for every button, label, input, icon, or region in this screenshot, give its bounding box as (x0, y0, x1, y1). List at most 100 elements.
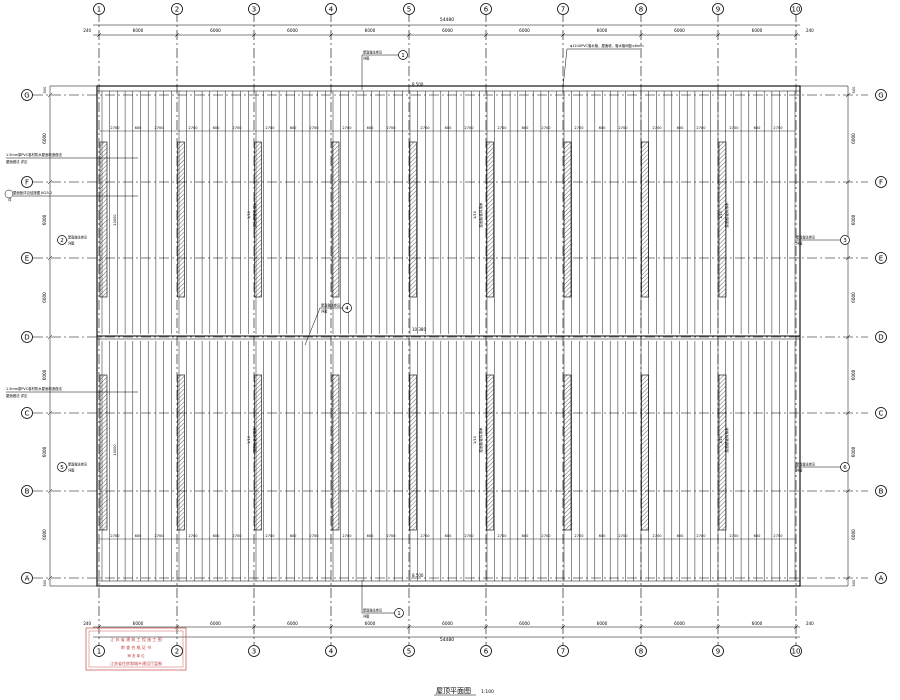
axis-col-9-top-circle (712, 3, 724, 15)
column-spacing-dim: 6000 (442, 28, 453, 33)
bay-sub-dim: 600 (677, 534, 685, 538)
column-spacing-dim: 6000 (287, 28, 298, 33)
slope-note: 屋面板坡向排水 (724, 202, 729, 228)
bay-sub-dim: 2700 (696, 126, 706, 130)
axis-col-4-bottom-circle (325, 645, 337, 657)
bay-sub-dim: 2700 (154, 126, 164, 130)
dimension-tick (406, 624, 412, 630)
dimension-tick (174, 32, 180, 38)
column-spacing-dim: 6000 (519, 28, 530, 33)
slope-note: 屋面板坡向排水 (252, 427, 257, 453)
detail-callout-label: 屋面做法参见 (321, 303, 341, 308)
axis-row-C-left-circle (21, 407, 33, 419)
dimension-tick (483, 32, 489, 38)
overall-dimension-top: 54480 (440, 17, 454, 23)
detail-callout-label: 屋面做法参见 (363, 608, 383, 613)
axis-col-1-bottom: 1 (97, 648, 101, 656)
dimension-tick (793, 32, 799, 38)
bay-sub-dim: 2700 (188, 126, 198, 130)
axis-col-2-bottom-circle (171, 645, 183, 657)
column-spacing-dim: 6000 (597, 621, 608, 626)
row-spacing-dim: 6000 (851, 529, 856, 540)
bay-sub-dim: 2700 (232, 126, 242, 130)
axis-col-7-bottom: 7 (561, 648, 565, 656)
axis-col-1-top-circle (93, 3, 105, 15)
bay-sub-dim: 600 (445, 534, 453, 538)
skylight-upper (486, 141, 494, 298)
panel-note-lower: 1.5mm厚PVC卷材防水屋面构造做法 (6, 386, 63, 391)
approval-stamp: 江 苏 省 建 筑 工 程 施 工 图 审 查 合 格 证 书 审 查 单 位 … (85, 627, 187, 671)
axis-col-4-top: 4 (329, 6, 334, 14)
axis-row-E-left-circle (21, 252, 33, 264)
column-spacing-dim: 6000 (365, 621, 376, 626)
bay-sub-dim: 2700 (618, 126, 628, 130)
bay-sub-dim: 2700 (696, 534, 706, 538)
detail-callout-sub: 详图 (796, 241, 802, 246)
slope-label: 1/10 (247, 210, 251, 219)
bay-sub-dim: 2700 (497, 126, 507, 130)
detail-callout-sub: 详图 (321, 309, 327, 314)
eave-elevation-top: 8.500 (412, 82, 424, 87)
ridge-elevation: 10.380 (412, 327, 426, 332)
row-spacing-dim: 6000 (42, 214, 47, 225)
axis-col-1-top: 1 (97, 6, 101, 14)
detail-callout-number: 6 (843, 465, 847, 471)
bay-sub-dim: 2700 (110, 534, 120, 538)
axis-row-A-right-circle (875, 572, 887, 584)
skylight-upper (718, 141, 727, 298)
bay-sub-dim: 2700 (265, 534, 275, 538)
skylight-lower (563, 374, 572, 531)
column-spacing-dim: 6000 (519, 621, 530, 626)
axis-col-8-top: 8 (639, 6, 643, 14)
bay-sub-dim: 2700 (541, 126, 551, 130)
bay-sub-dim: 2700 (420, 126, 430, 130)
row-spacing-dim: 6000 (851, 369, 856, 380)
row-spacing-dim: 6000 (851, 292, 856, 303)
column-spacing-dim: 6000 (210, 621, 221, 626)
axis-row-E-right: E (879, 255, 883, 263)
bay-sub-dim: 600 (135, 534, 143, 538)
bay-sub-dim: 600 (677, 126, 685, 130)
outer-offset-dim: 500 (852, 86, 856, 94)
axis-col-3-top-circle (248, 3, 260, 15)
bay-sub-dim: 600 (367, 534, 375, 538)
axis-col-9-top: 9 (716, 6, 720, 14)
axis-col-7-bottom-circle (557, 645, 569, 657)
axis-col-5-bottom-circle (403, 645, 415, 657)
dimension-tick (96, 32, 102, 38)
bay-sub-dim: 2700 (464, 126, 474, 130)
bay-sub-dim: 600 (754, 534, 762, 538)
detail-callout-sub: 详图 (363, 614, 369, 619)
skylight-upper (177, 141, 185, 298)
detail-note-ref: 详 (8, 197, 12, 202)
dimension-tick (47, 488, 53, 494)
bay-sub-dim: 2700 (773, 126, 783, 130)
detail-callout-label: 屋面做法参见 (363, 50, 383, 55)
axis-col-1-bottom-circle (93, 645, 105, 657)
axis-row-B-left: B (25, 488, 30, 496)
bay-sub-dim: 600 (599, 126, 607, 130)
dimension-tick (638, 624, 644, 630)
detail-callout-number: 1 (401, 53, 405, 59)
edge-dim: 240 (83, 28, 91, 33)
axis-row-D-left: D (24, 334, 29, 342)
axis-row-D-right: D (878, 334, 883, 342)
bay-sub-dim: 2700 (497, 534, 507, 538)
column-spacing-dim: 6000 (674, 621, 685, 626)
edge-dim: 240 (83, 621, 91, 626)
grid-lines (33, 12, 868, 645)
dimension-tick (251, 624, 257, 630)
dimension-tick (845, 255, 851, 261)
detail-callout-label: 屋面做法参见 (68, 235, 88, 240)
axis-row-B-right-circle (875, 485, 887, 497)
row-spacing-dim: 6000 (42, 369, 47, 380)
axis-row-D-right-circle (875, 331, 887, 343)
detail-note: 屋面板详见结施图 JK25-2 (13, 190, 52, 195)
dimension-tick (47, 334, 53, 340)
axis-col-10-bottom: 10 (792, 648, 801, 656)
dimension-tick (47, 410, 53, 416)
bay-sub-dim: 2700 (729, 126, 739, 130)
